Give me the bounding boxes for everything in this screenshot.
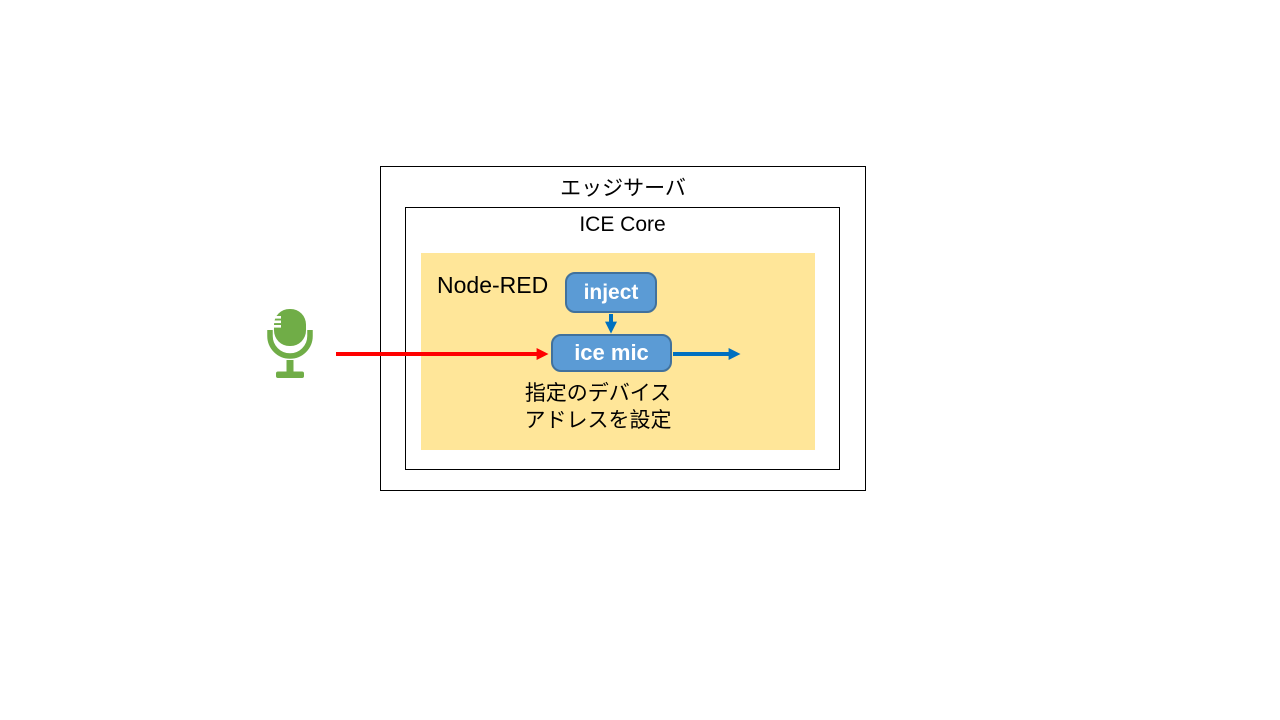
inject-node: inject [565, 272, 657, 313]
edge-server-label: エッジサーバ [560, 177, 686, 200]
inject-node-label: inject [583, 280, 639, 304]
edge-server-box [380, 166, 866, 491]
ice-mic-node: ice mic [551, 334, 672, 372]
node-red-label: Node-RED [437, 272, 549, 298]
device-address-annotation: 指定のデバイス アドレスを設定 [448, 380, 748, 434]
ice-mic-node-label: ice mic [574, 340, 649, 365]
microphone-icon [267, 309, 313, 378]
ice-core-label: ICE Core [579, 213, 666, 236]
annotation-line1: 指定のデバイス [524, 382, 672, 405]
ice-core-box [405, 207, 840, 470]
annotation-line2: アドレスを設定 [524, 409, 672, 432]
